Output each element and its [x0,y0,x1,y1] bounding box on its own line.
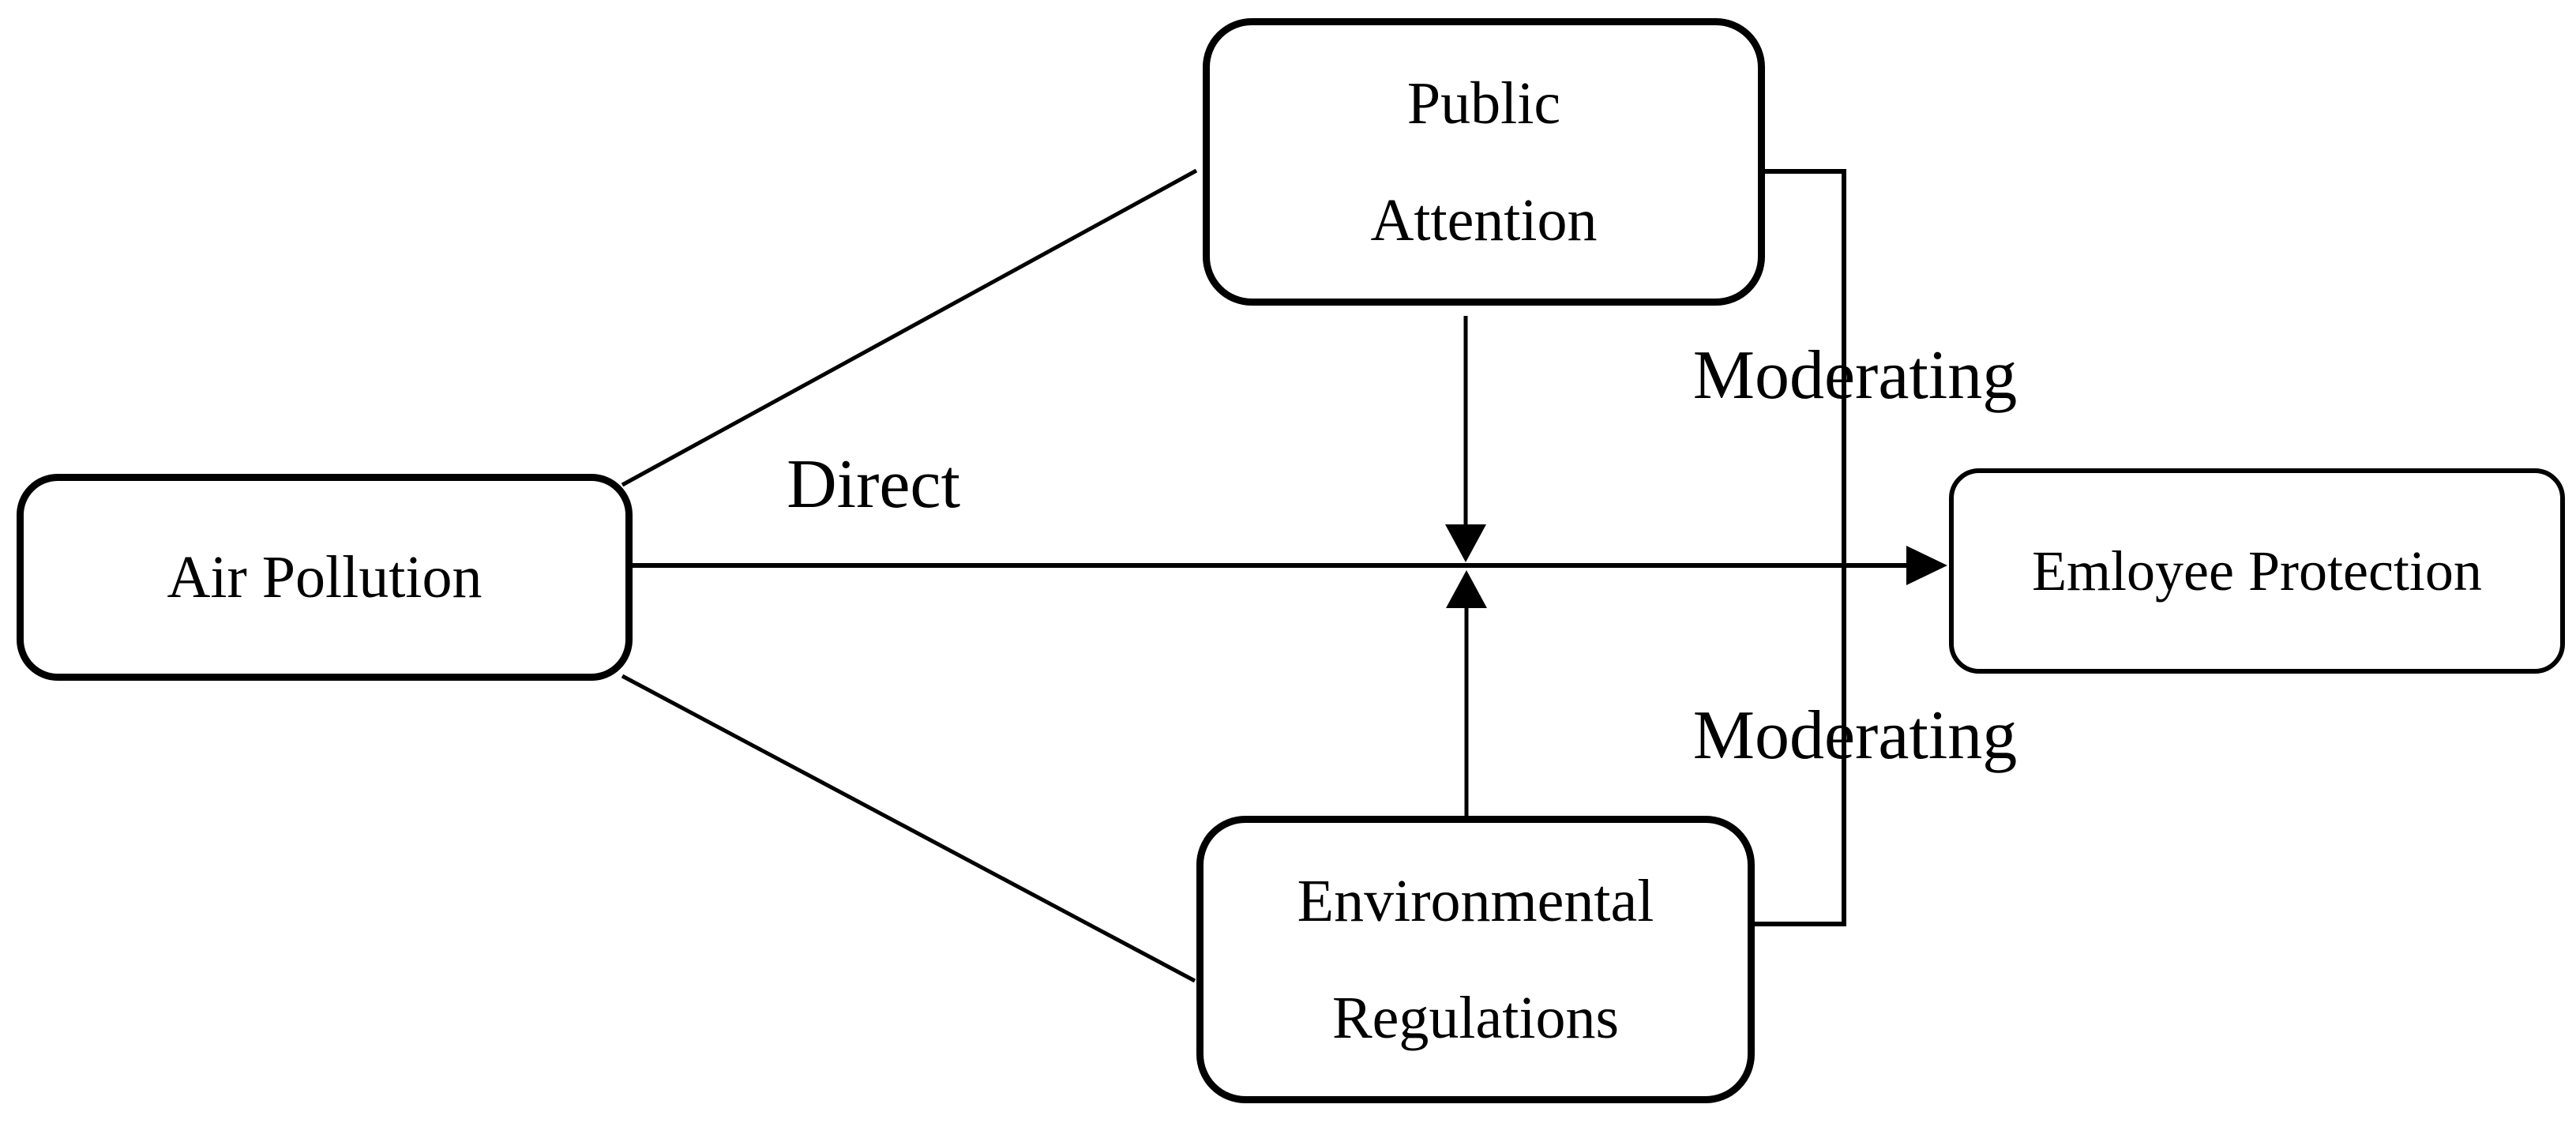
edge-direct-arrowhead [1906,546,1947,585]
node-environmental-regulations: Environmental Regulations [1196,816,1755,1103]
node-employee-protection: Emloyee Protection [1949,468,2565,674]
edge-moderating-bracket [1752,169,1846,926]
edge-label-moderating-top: Moderating [1692,337,2018,414]
edge-environmentalregulations-moderator-arrowhead [1446,570,1487,608]
node-employee-protection-label: Emloyee Protection [2032,539,2482,603]
node-air-pollution: Air Pollution [17,474,633,681]
node-public-attention: Public Attention [1203,18,1765,306]
node-environmental-regulations-label-line2: Regulations [1331,985,1620,1051]
node-public-attention-label-line1: Public [1406,70,1561,137]
edge-label-moderating-bottom: Moderating [1692,697,2018,774]
node-air-pollution-label: Air Pollution [167,544,483,610]
node-environmental-regulations-label-line1: Environmental [1297,868,1654,934]
edge-publicattention-moderator-arrowhead [1445,524,1486,562]
edge-airpollution-publicattention [621,168,1198,487]
node-public-attention-label-line2: Attention [1370,187,1598,254]
edge-airpollution-environmentalregulations [621,674,1196,983]
edge-label-direct: Direct [787,446,960,523]
